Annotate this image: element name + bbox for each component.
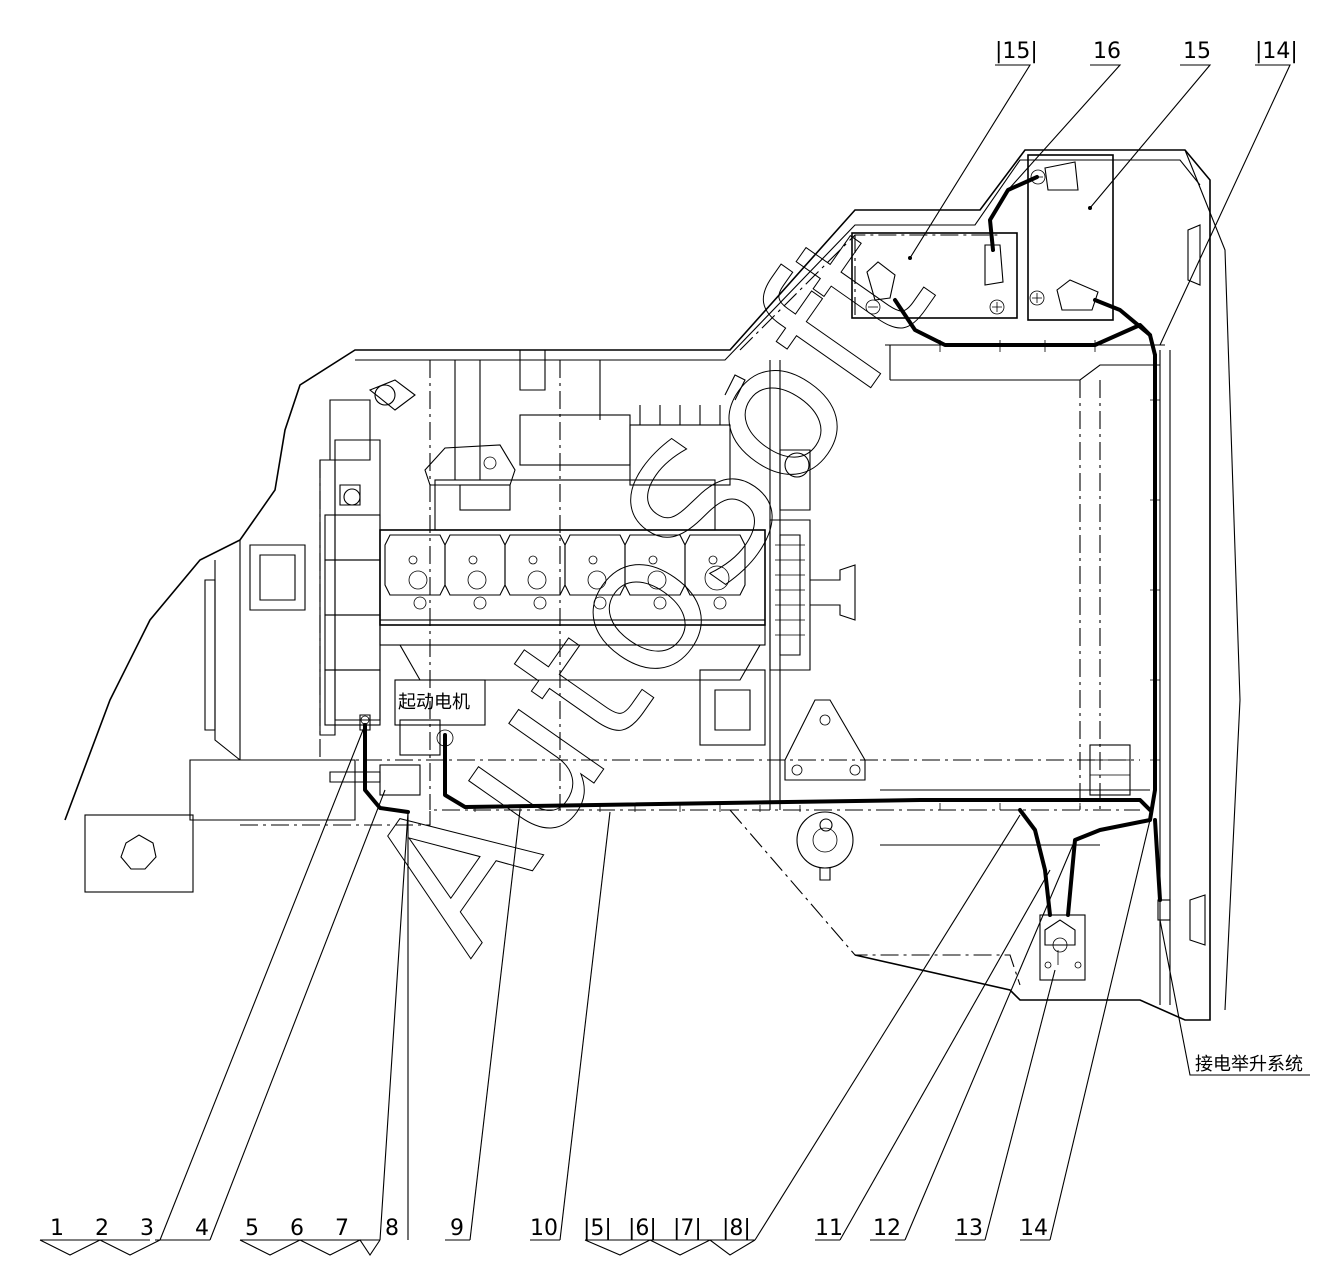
label-8: 8 [385, 1216, 399, 1241]
cylinder-covers [384, 534, 746, 610]
label-6: 6 [290, 1216, 304, 1241]
bottom-label-row: 1 2 3 4 5 6 7 8 9 10 |5| |6| |7| |8| 11 … [50, 1216, 1048, 1241]
label-16: 16 [1093, 39, 1121, 64]
label-14-ref: |14| [1255, 39, 1298, 64]
main-harness [363, 340, 1160, 917]
label-7-ref: |7| [673, 1216, 702, 1241]
label-9: 9 [450, 1216, 464, 1241]
battery-switch [1039, 914, 1086, 981]
leader-lines [39, 724, 1310, 1256]
lift-system-note: 接电举升系统 [1195, 1054, 1303, 1075]
watermark: AutoSoft [325, 190, 975, 986]
leader-lines-top [909, 64, 1291, 346]
label-15-ref: |15| [995, 39, 1038, 64]
engine-mount [784, 699, 866, 881]
battery-right [1027, 154, 1114, 321]
engine [319, 349, 856, 746]
label-4: 4 [195, 1216, 209, 1241]
svg-text:AutoSoft: AutoSoft [326, 191, 975, 986]
label-8-ref: |8| [722, 1216, 751, 1241]
label-11: 11 [815, 1216, 843, 1241]
top-label-row: |15| 16 15 |14| [995, 39, 1298, 64]
label-2: 2 [95, 1216, 109, 1241]
starter-motor: 起动电机 [329, 679, 486, 796]
label-14: 14 [1020, 1216, 1048, 1241]
label-6-ref: |6| [628, 1216, 657, 1241]
label-5-ref: |5| [583, 1216, 612, 1241]
label-10: 10 [530, 1216, 558, 1241]
label-13: 13 [955, 1216, 983, 1241]
vehicle-frame-left [64, 149, 1241, 1021]
label-7: 7 [335, 1216, 349, 1241]
starter-motor-label: 起动电机 [398, 692, 470, 713]
battery-left [851, 232, 1018, 319]
label-5: 5 [245, 1216, 259, 1241]
label-1: 1 [50, 1216, 64, 1241]
canister [1089, 744, 1171, 921]
label-15: 15 [1183, 39, 1211, 64]
label-12: 12 [873, 1216, 901, 1241]
label-3: 3 [140, 1216, 154, 1241]
